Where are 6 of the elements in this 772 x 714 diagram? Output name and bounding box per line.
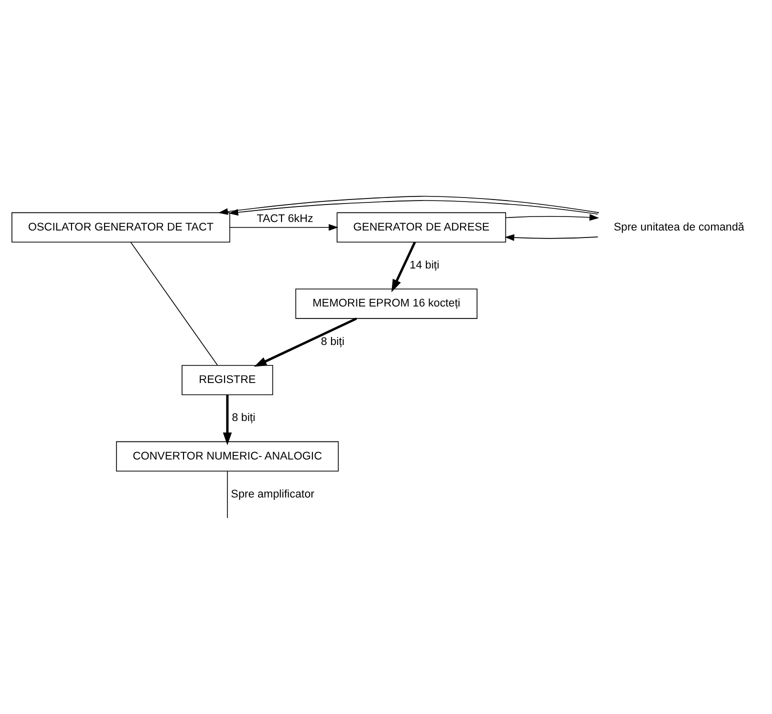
edge-label: 8 biți xyxy=(320,335,344,348)
edge-label: 14 biți xyxy=(410,259,440,272)
edge-label: 8 biți xyxy=(232,412,256,424)
edge-label: TACT 6kHz xyxy=(256,212,314,224)
node-text: Spre unitatea de comandă xyxy=(614,220,744,233)
edge-label: Spre amplificator xyxy=(230,488,314,500)
